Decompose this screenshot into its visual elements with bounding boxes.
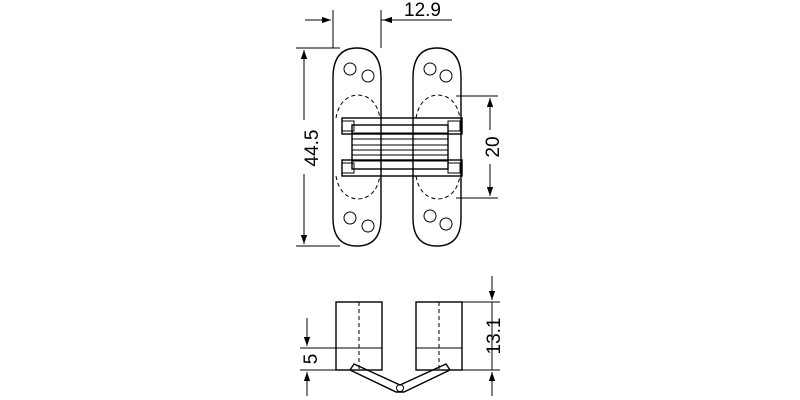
dimension-label-width-top: 12.9 <box>404 0 441 21</box>
screw-hole-icon <box>423 209 437 223</box>
hinge-front-view <box>332 47 463 247</box>
dimension-label-plate-depth: 5 <box>301 354 322 365</box>
dimension-width-top: 12.9 <box>305 0 452 48</box>
dimension-label-depth-total: 13.1 <box>484 318 505 355</box>
dimension-label-hinge-center: 20 <box>483 136 504 157</box>
screw-hole-icon <box>361 219 375 233</box>
screw-hole-icon <box>439 69 453 83</box>
hinge-side-view <box>335 301 463 393</box>
dimension-height-total: 44.5 <box>296 47 340 247</box>
screw-hole-icon <box>423 62 437 76</box>
dimension-depth-total: 13.1 <box>462 276 505 396</box>
dimension-hinge-center: 20 <box>456 95 504 199</box>
dimension-label-height-total: 44.5 <box>302 130 323 167</box>
dimension-plate-depth: 5 <box>300 318 336 396</box>
screw-hole-icon <box>343 62 357 76</box>
right-plate <box>412 47 462 247</box>
left-plate <box>332 47 382 247</box>
screw-hole-icon <box>361 69 375 83</box>
hinge-knuckle <box>341 117 463 177</box>
pivot-pin-icon <box>396 384 404 392</box>
screw-hole-icon <box>439 217 453 231</box>
screw-hole-icon <box>343 211 357 225</box>
